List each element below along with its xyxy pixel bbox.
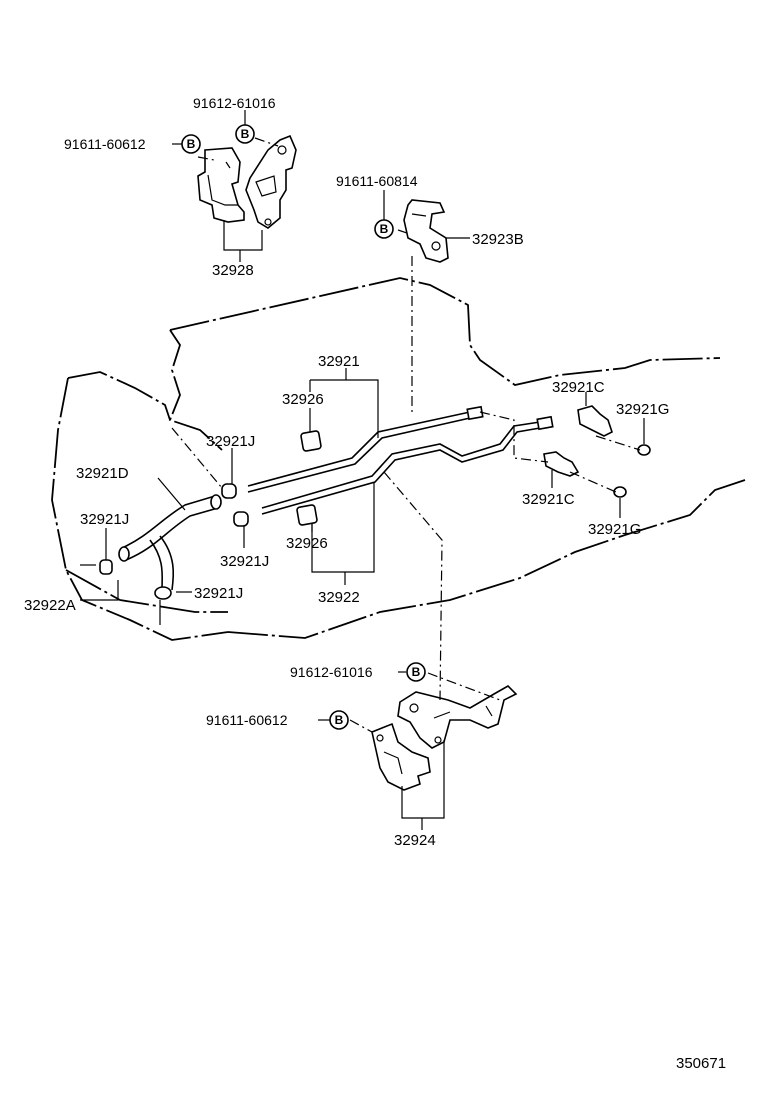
bracket-32923B [403,199,449,263]
sleeves-32926 [296,430,322,526]
hose-32921D [118,494,222,591]
fuel-pipes [247,405,554,515]
label-32923B: 32923B [472,231,524,248]
label-32921C-upper: 32921C [552,379,605,396]
label-91611-60814: 91611-60814 [336,173,418,189]
vehicle-body-outline [51,277,746,641]
label-32924: 32924 [394,832,436,849]
figure-number: 350671 [676,1055,726,1072]
label-91611-60612-top: 91611-60612 [64,136,146,152]
label-32926-lower: 32926 [286,535,328,552]
clamps-32921J [80,483,249,625]
svg-text:B: B [241,127,250,141]
label-32928: 32928 [212,262,254,279]
label-91612-61016-bottom: 91612-61016 [290,664,373,680]
label-32921J-mid: 32921J [194,585,243,602]
part-labels: 91612-61016 91611-60612 32928 91611-6081… [24,95,726,1072]
label-32921J-left: 32921J [80,511,129,528]
bolt-markers: B B B B B [181,124,426,730]
label-32921G-upper: 32921G [616,401,669,418]
leader-lines [80,110,645,830]
label-32921D: 32921D [76,465,129,482]
label-32921J-upper: 32921J [206,433,255,450]
bolt-marker-top-right: B [235,124,255,144]
bolt-marker-top-left: B [181,134,201,154]
bolt-marker-32923B: B [374,219,394,239]
label-91611-60612-bottom: 91611-60612 [206,712,288,728]
label-32926-upper: 32926 [282,391,324,408]
bracket-32928 [197,134,297,229]
svg-text:B: B [412,665,421,679]
bracket-32924 [371,685,518,791]
caps-32921G [613,444,651,498]
label-32921: 32921 [318,353,360,370]
label-91612-61016-top: 91612-61016 [193,95,276,111]
label-32922A: 32922A [24,597,76,614]
label-32922: 32922 [318,589,360,606]
svg-text:B: B [335,713,344,727]
bolt-marker-bottom-right: B [406,662,426,682]
svg-text:B: B [187,137,196,151]
label-32921C-lower: 32921C [522,491,575,508]
bolt-marker-bottom-left: B [329,710,349,730]
phantom-leader-lines [171,137,641,733]
svg-text:B: B [380,222,389,236]
connectors-32921C [543,405,613,477]
label-32921J-lower: 32921J [220,553,269,570]
label-32921G-lower: 32921G [588,521,641,538]
